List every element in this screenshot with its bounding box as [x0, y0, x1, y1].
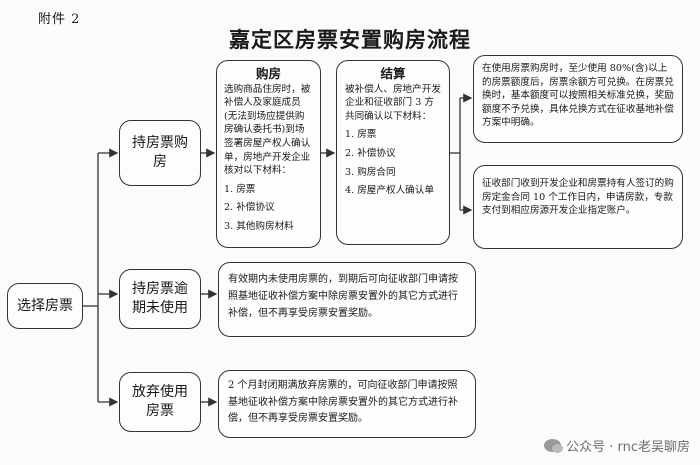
node-abandon-label: 放弃使用房票: [132, 384, 188, 419]
attachment-label: 附件 2: [38, 12, 81, 27]
node-select-ticket-label: 选择房票: [17, 297, 73, 314]
settlement-material-item: 1. 房票: [345, 129, 377, 141]
purchase-materials: 1. 房票 2. 补偿协议 3. 其他购房材料: [224, 183, 313, 234]
settlement-box: 结算 被补偿人、房地产开发企业和征收部门 3 方共同确认以下材料： 1. 房票 …: [336, 60, 450, 245]
watermark-text: 公众号 · rnc老吴聊房: [566, 440, 690, 455]
purchase-material-item: 2. 补偿协议: [224, 202, 275, 214]
expired-rule-text: 有效期内未使用房票的，到期后可向征收部门申请按照基地征收补偿方案中除房票安置外的…: [228, 274, 458, 319]
purchase-box: 购房 选购商品住房时，被补偿人及家庭成员(无法到场应提供购房确认委托书)到场签署…: [216, 60, 321, 248]
settlement-description: 被补偿人、房地产开发企业和征收部门 3 方共同确认以下材料：: [345, 83, 441, 122]
page-title: 嘉定区房票安置购房流程: [229, 27, 471, 52]
node-select-ticket: 选择房票: [7, 283, 83, 329]
node-hold-purchase: 持房票购房: [119, 120, 201, 186]
payment-rule-text: 征收部门收到开发企业和房票持有人签订的购房定金合同 10 个工作日内，申请房款，…: [482, 178, 674, 217]
node-hold-purchase-label: 持房票购房: [132, 135, 188, 170]
node-hold-expired: 持房票逾期未使用: [119, 269, 201, 329]
abandon-rule-box: 2 个月封闭期满放弃房票的，可向征收部门申请按照基地征收补偿方案中除房票安置外的…: [218, 370, 476, 438]
node-hold-expired-label: 持房票逾期未使用: [132, 281, 188, 316]
payment-rule-box: 征收部门收到开发企业和房票持有人签订的购房定金合同 10 个工作日内，申请房款，…: [473, 165, 683, 249]
purchase-material-item: 3. 其他购房材料: [224, 220, 294, 232]
purchase-material-item: 1. 房票: [224, 183, 256, 195]
usage-rule-box: 在使用房票购房时，至少使用 80%(含)以上的房票额度后，房票余额方可兑换。在房…: [473, 55, 683, 143]
usage-rule-text: 在使用房票购房时，至少使用 80%(含)以上的房票额度后，房票余额方可兑换。在房…: [482, 63, 674, 129]
settlement-material-item: 2. 补偿协议: [345, 147, 396, 159]
purchase-heading: 购房: [255, 66, 281, 81]
settlement-materials: 1. 房票 2. 补偿协议 3. 购房合同 4. 房屋产权人确认单: [345, 128, 441, 197]
expired-rule-box: 有效期内未使用房票的，到期后可向征收部门申请按照基地征收补偿方案中除房票安置外的…: [218, 262, 476, 337]
settlement-material-item: 3. 购房合同: [345, 166, 396, 178]
abandon-rule-text: 2 个月封闭期满放弃房票的，可向征收部门申请按照基地征收补偿方案中除房票安置外的…: [228, 380, 458, 424]
node-abandon: 放弃使用房票: [119, 372, 201, 432]
watermark: 公众号 · rnc老吴聊房: [544, 436, 690, 455]
settlement-heading: 结算: [380, 66, 406, 81]
settlement-material-item: 4. 房屋产权人确认单: [345, 185, 434, 197]
wechat-icon: [544, 439, 564, 453]
purchase-description: 选购商品住房时，被补偿人及家庭成员(无法到场应提供购房确认委托书)到场签署房屋产…: [224, 83, 311, 177]
